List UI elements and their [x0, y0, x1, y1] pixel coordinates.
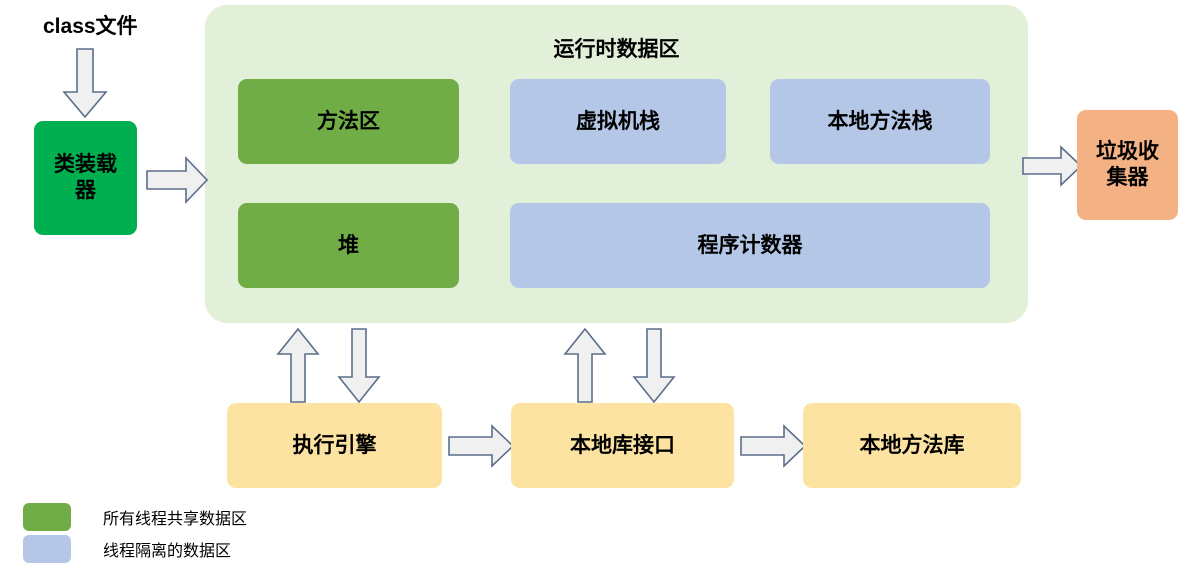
class-loader-box[interactable]: 类装载 器 — [34, 121, 137, 235]
legend-label-isolated: 线程隔离的数据区 — [103, 543, 232, 560]
native-method-library-label: 本地方法库 — [859, 433, 965, 457]
runtime-box-heap[interactable]: 堆 — [238, 203, 459, 288]
legend-swatch-shared — [23, 503, 71, 531]
execution-engine-label: 执行引擎 — [292, 433, 377, 457]
runtime-box-method-area[interactable]: 方法区 — [238, 79, 459, 164]
garbage-collector-box[interactable]: 垃圾收 集器 — [1077, 110, 1178, 220]
runtime-box-program-counter-label: 程序计数器 — [697, 233, 803, 257]
arrow-runtime-to-gc — [1022, 145, 1083, 187]
class-file-label: class文件 — [43, 15, 138, 38]
arrow-classfile-to-loader — [62, 48, 108, 119]
arrow-engine-to-runtime-up — [276, 327, 320, 403]
arrow-runtime-to-engine-down — [337, 328, 381, 404]
arrow-engine-to-native-interface — [448, 424, 515, 468]
runtime-box-native-method-stack-label: 本地方法栈 — [827, 109, 933, 133]
legend-item-isolated: 线程隔离的数据区 — [23, 535, 247, 563]
arrow-runtime-to-native-interface-down — [632, 328, 676, 404]
execution-engine-box[interactable]: 执行引擎 — [227, 403, 442, 488]
legend-item-shared: 所有线程共享数据区 — [23, 503, 247, 531]
runtime-box-vm-stack[interactable]: 虚拟机栈 — [510, 79, 726, 164]
runtime-box-program-counter[interactable]: 程序计数器 — [510, 203, 990, 288]
runtime-box-method-area-label: 方法区 — [317, 109, 380, 133]
runtime-data-area-title: 运行时数据区 — [553, 38, 680, 61]
arrow-native-interface-to-runtime-up — [563, 327, 607, 403]
native-library-interface-label: 本地库接口 — [570, 433, 675, 457]
legend-swatch-isolated — [23, 535, 71, 563]
runtime-box-heap-label: 堆 — [338, 233, 359, 257]
legend: 所有线程共享数据区 线程隔离的数据区 — [23, 503, 247, 563]
runtime-box-vm-stack-label: 虚拟机栈 — [576, 109, 660, 133]
runtime-box-native-method-stack[interactable]: 本地方法栈 — [770, 79, 990, 164]
native-method-library-box[interactable]: 本地方法库 — [803, 403, 1021, 488]
native-library-interface-box[interactable]: 本地库接口 — [511, 403, 734, 488]
garbage-collector-label: 垃圾收 集器 — [1096, 140, 1159, 189]
arrow-native-interface-to-native-library — [740, 424, 807, 468]
legend-label-shared: 所有线程共享数据区 — [103, 511, 248, 528]
arrow-loader-to-runtime — [146, 156, 209, 204]
class-loader-label: 类装载 器 — [54, 153, 117, 202]
